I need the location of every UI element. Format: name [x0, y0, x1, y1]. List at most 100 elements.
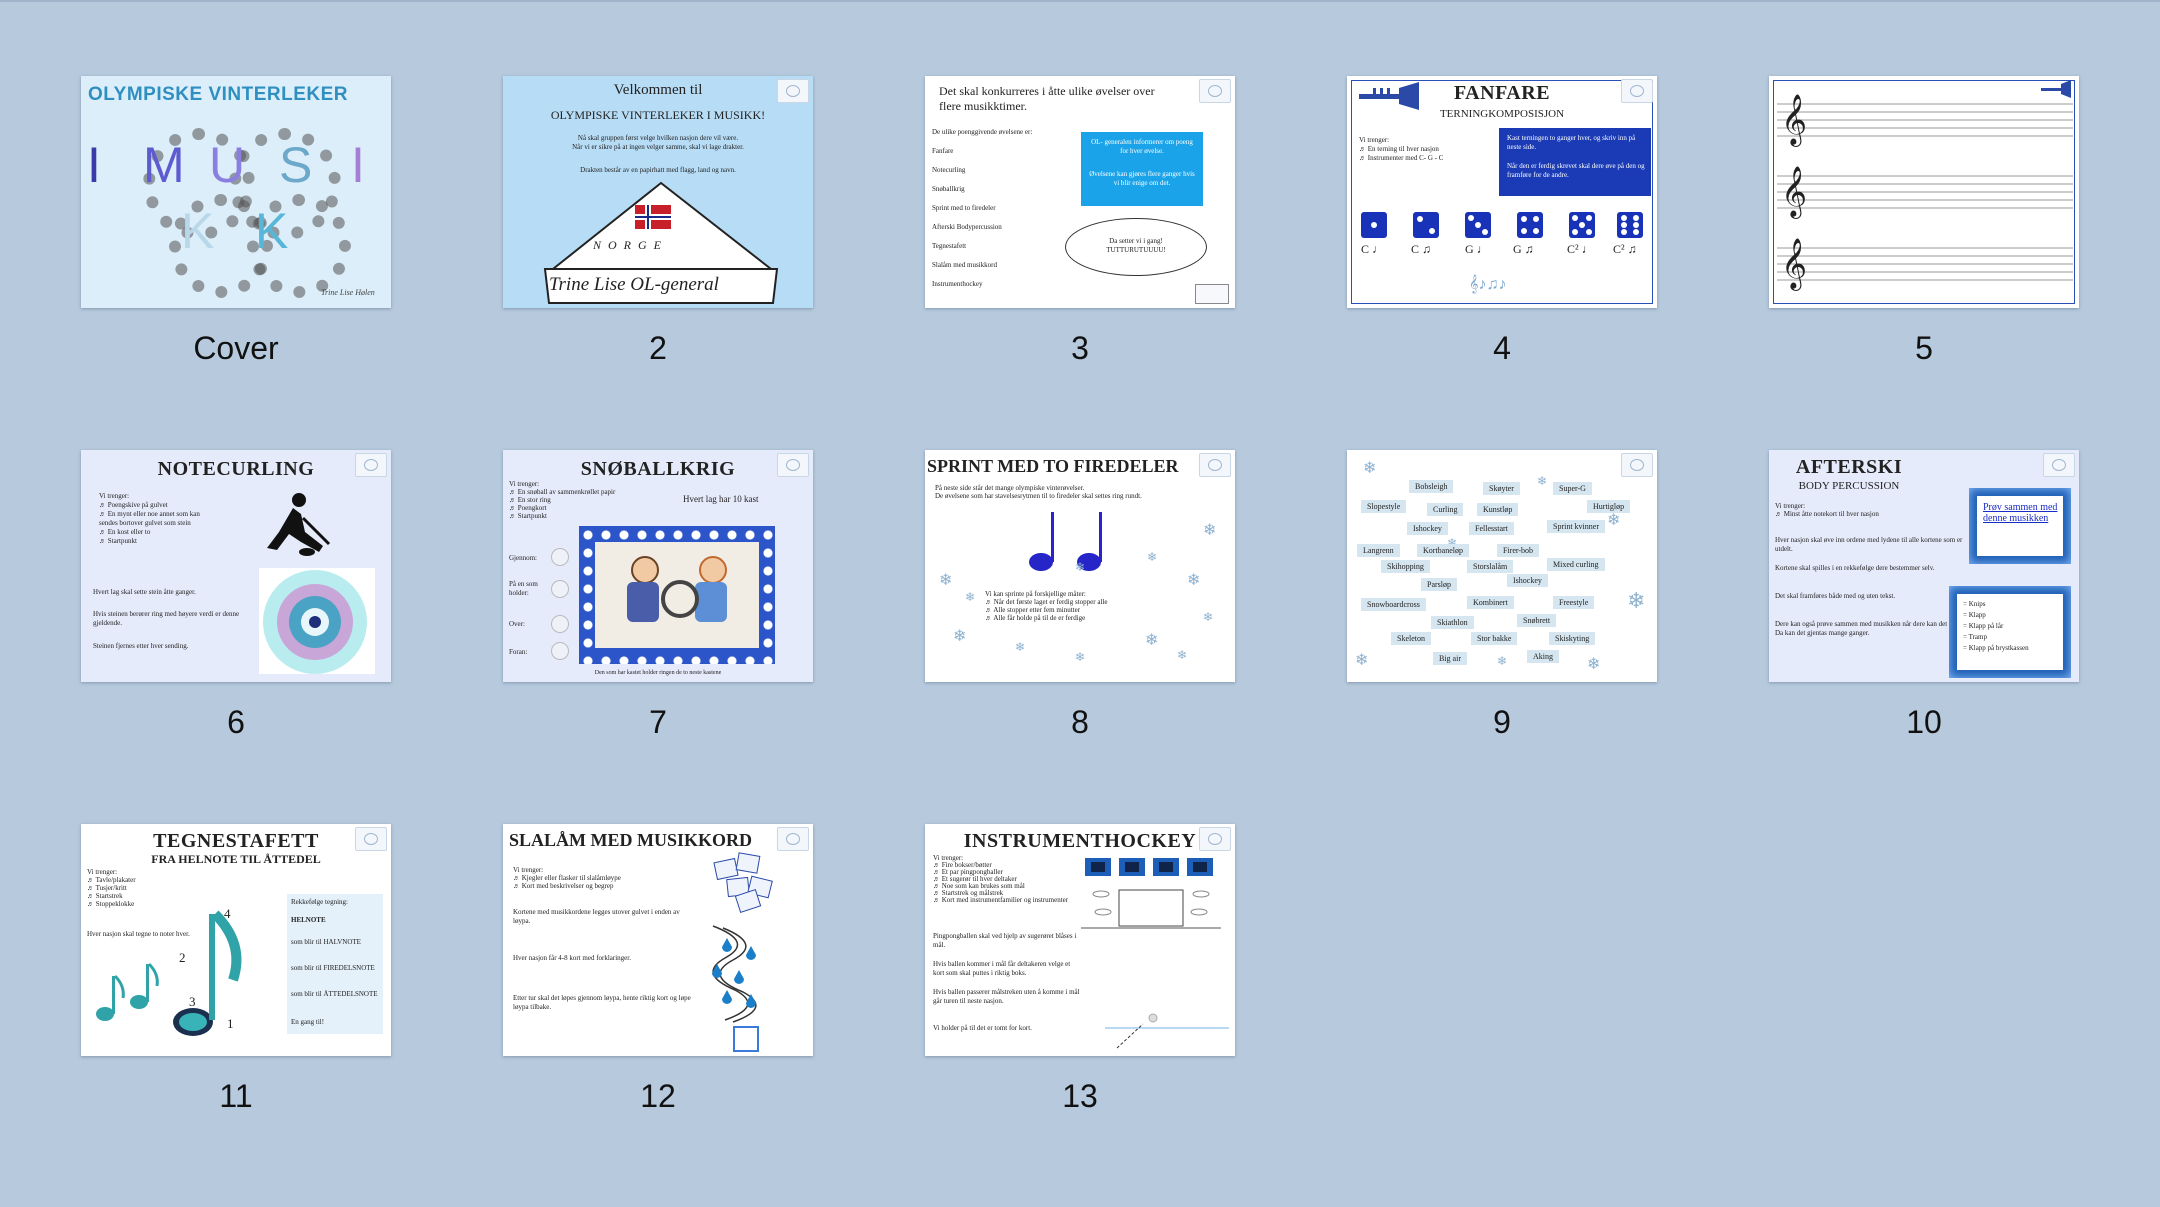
- slide-caption: 9: [1493, 704, 1511, 740]
- die-two-icon: [1413, 212, 1439, 238]
- event-word: Skøyter: [1483, 482, 1520, 495]
- event-word: Sprint kvinner: [1547, 520, 1605, 533]
- olympic-logo-icon: [355, 453, 387, 477]
- event-word: Kombinert: [1467, 596, 1514, 609]
- order-step: som blir til ÅTTEDELSNOTE: [291, 990, 378, 998]
- slide-caption: 2: [649, 330, 667, 366]
- slide12-p2: Hver nasjon får 4-8 kort med forklaringe…: [513, 954, 631, 962]
- slide13-item: ♬ Startstrek og målstrek: [933, 889, 1004, 897]
- music-staff: [1777, 103, 2073, 281]
- snowflake-icon: ❄: [1203, 522, 1217, 539]
- event-word: Bobsleigh: [1409, 480, 1454, 493]
- slide-caption: 6: [227, 704, 245, 740]
- slide13-item: ♬ Et sugerør til hver deltaker: [933, 875, 1017, 883]
- slide11-item: ♬ Tusjer/kritt: [87, 884, 127, 892]
- target-board: [259, 568, 375, 674]
- slide-3[interactable]: Det skal konkurreres i åtte ulike øvelse…: [925, 76, 1235, 308]
- slide-4[interactable]: FANFARE TERNINGKOMPOSISJON Vi trenger: ♬…: [1347, 76, 1657, 308]
- event-word: Firer-bob: [1497, 544, 1540, 557]
- word-cards-pile: [713, 852, 773, 913]
- die-note: G ♫: [1513, 242, 1534, 256]
- order-panel: Rekkefølge tegning: HELNOTE som blir til…: [287, 894, 383, 1034]
- slide11-item: ♬ Stoppeklokke: [87, 900, 135, 908]
- snowflake-icon: ❄: [1537, 474, 1548, 488]
- illustration-frame: [579, 526, 775, 664]
- ring-icon: [551, 548, 569, 566]
- cover-letter: S: [279, 137, 313, 193]
- slide-caption: 13: [1062, 1078, 1098, 1114]
- slide-cover[interactable]: OLYMPISKE VINTERLEKER I M U S I K K Trin…: [81, 76, 391, 308]
- slide3-intro: De ulike poenggivende øvelsene er:: [932, 128, 1033, 136]
- ring-icon: [551, 580, 569, 598]
- slide12-item: ♬ Kjegler eller flasker til slalåmløype: [513, 874, 621, 882]
- slide2-line2: OLYMPISKE VINTERLEKER I MUSIKK!: [550, 108, 766, 122]
- slide3-item: Snøballkrig: [932, 185, 965, 193]
- slide11-item: ♬ Startstrek: [87, 892, 123, 900]
- legend-item: = Klapp på brystkassen: [1963, 644, 2029, 652]
- event-word: Skiathlon: [1431, 616, 1474, 629]
- slide4-need2: ♬ Instrumenter med C- G - C: [1359, 154, 1444, 162]
- cover-letter: I: [351, 137, 365, 193]
- slide4-need1: ♬ En terning til hver nasjon: [1359, 145, 1439, 153]
- slide-7[interactable]: SNØBALLKRIG Vi trenger: ♬ En snøball av …: [503, 450, 813, 682]
- slide-13[interactable]: INSTRUMENTHOCKEY Vi trenger: ♬ Fire boks…: [925, 824, 1235, 1056]
- slide7-item: ♬ Startpunkt: [509, 512, 547, 520]
- slide-12[interactable]: SLALÅM MED MUSIKKORD Vi trenger: ♬ Kjegl…: [503, 824, 813, 1056]
- slide7-footer: Den som har kastet holder ringen de to n…: [594, 670, 722, 676]
- slide4-title: FANFARE: [1453, 82, 1551, 104]
- olympic-logo-icon: [777, 79, 809, 103]
- speech-bubble: Da setter vi i gang! TUTTURUTUUUU!: [1065, 218, 1207, 276]
- event-word: Hurtigløp: [1587, 500, 1631, 513]
- event-word: Snøbrett: [1517, 614, 1557, 627]
- info-box-line2: Øvelsene kan gjøres flere ganger hvis vi…: [1089, 170, 1195, 187]
- slide8-way: ♬ Alle stopper etter fem minutter: [985, 606, 1081, 614]
- snowflake-icon: ❄: [1447, 536, 1458, 550]
- slide-11[interactable]: TEGNESTAFETT FRA HELNOTE TIL ÅTTEDEL Vi …: [81, 824, 391, 1056]
- throw-label: Foran:: [509, 648, 528, 656]
- slide13-p2: Hvis ballen kommer i mål får deltakeren …: [933, 960, 1071, 977]
- slide3-item: Afterski Bodypercussion: [932, 223, 1002, 231]
- slide10-needs: Vi trenger:: [1775, 502, 1806, 510]
- slide11-subtitle: FRA HELNOTE TIL ÅTTEDEL: [151, 852, 321, 866]
- slide7-item: ♬ En stor ring: [509, 496, 551, 504]
- slide-9[interactable]: ❄ ❄ ❄ ❄ ❄ ❄ ❄ ❄ Bobsleigh Skøyter Super-…: [1347, 450, 1657, 682]
- olympic-logo-icon: [777, 453, 809, 477]
- music-link[interactable]: Prøv sammen med denne musikken: [1983, 502, 2058, 524]
- slide13-item: ♬ Et par pingpongballer: [933, 868, 1003, 876]
- slide-10[interactable]: AFTERSKI BODY PERCUSSION Vi trenger: ♬ M…: [1769, 450, 2079, 682]
- hat-thumbnail-icon: [1195, 284, 1229, 304]
- order-step: som blir til FIREDELSNOTE: [291, 964, 375, 972]
- slide-8[interactable]: SPRINT MED TO FIREDELER På neste side st…: [925, 450, 1235, 682]
- slide8-ways: Vi kan sprinte på forskjellige måter:: [985, 590, 1086, 598]
- event-word: Skeleton: [1391, 632, 1431, 645]
- trumpet-icon: [1359, 82, 1419, 110]
- straw-and-ball-icon: [1105, 1013, 1229, 1049]
- hockey-goal-icon: [1081, 889, 1221, 929]
- slide-caption: 5: [1915, 330, 1933, 366]
- ring-icon: [551, 642, 569, 660]
- curling-player-icon: [267, 493, 331, 556]
- olympic-logo-icon: [355, 827, 387, 851]
- snowflake-icon: ❄: [1627, 588, 1646, 613]
- slide6-item: ♬ En kost eller to: [99, 528, 151, 536]
- slide4-subtitle: TERNINGKOMPOSISJON: [1439, 108, 1565, 120]
- event-word: Aking: [1527, 650, 1559, 663]
- paper-hat-icon: [543, 181, 779, 304]
- snowflake-icon: ❄: [1075, 560, 1086, 574]
- event-word: Fellesstart: [1469, 522, 1514, 535]
- slide-5[interactable]: 𝄞 𝄞 𝄞: [1769, 76, 2079, 308]
- cover-letter: M: [143, 137, 185, 193]
- slide12-item: ♬ Kort med beskrivelser og begrep: [513, 882, 614, 890]
- slalom-course-icon: [712, 925, 757, 1023]
- legend-item: = Klapp: [1963, 611, 1986, 619]
- top-border: [0, 0, 2160, 2]
- cover-signature: Trine Lise Hølen: [321, 288, 375, 297]
- slide-caption: 8: [1071, 704, 1089, 740]
- slide-2[interactable]: Velkommen til OLYMPISKE VINTERLEKER I MU…: [503, 76, 813, 308]
- olympic-logo-icon: [777, 827, 809, 851]
- slide-caption: 4: [1493, 330, 1511, 366]
- slide11-needs: Vi trenger:: [87, 868, 118, 876]
- slide-6[interactable]: NOTECURLING Vi trenger: ♬ Poengskive på …: [81, 450, 391, 682]
- slide3-item: Tegnestafett: [932, 242, 967, 250]
- slide11-title: TEGNESTAFETT: [153, 830, 319, 852]
